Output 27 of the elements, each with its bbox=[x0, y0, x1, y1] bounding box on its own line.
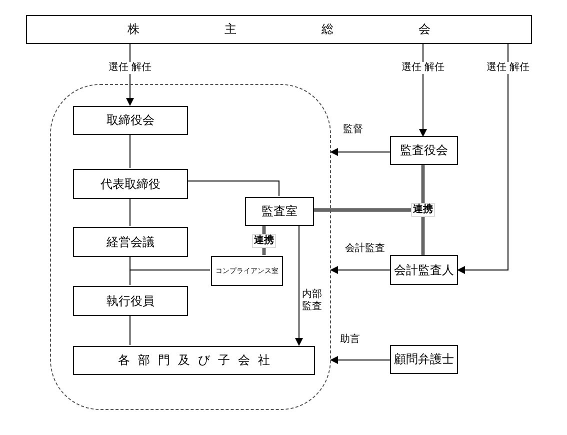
edge-label: 連携 bbox=[411, 203, 435, 217]
org-box: 執行役員 bbox=[73, 286, 188, 316]
arrow bbox=[419, 44, 427, 137]
edge-label: 助言 bbox=[339, 334, 361, 346]
org-box: 取締役会 bbox=[73, 106, 188, 135]
department-box: 各部門及び子会社 bbox=[73, 346, 315, 375]
arrow bbox=[330, 266, 390, 274]
meeting-box: 株主総会 bbox=[26, 15, 532, 44]
edge-label: 選任 解任 bbox=[108, 62, 153, 74]
edge-label: 会計監査 bbox=[344, 243, 386, 255]
org-box: 顧問弁護士 bbox=[390, 345, 458, 374]
arrow bbox=[330, 356, 390, 364]
edge-label: 選任 解任 bbox=[400, 62, 446, 74]
arrow bbox=[457, 44, 508, 274]
connector-line bbox=[313, 208, 425, 255]
org-box: 経営会議 bbox=[73, 227, 188, 257]
org-box: 監査室 bbox=[245, 197, 314, 226]
arrow bbox=[330, 148, 390, 156]
org-box: 監査役会 bbox=[390, 136, 458, 165]
dashed-group-box bbox=[50, 84, 331, 410]
connector-line bbox=[186, 180, 280, 196]
edge-label: 連携 bbox=[252, 234, 276, 248]
edge-label: 選任 解任 bbox=[486, 62, 531, 74]
org-box: 会計監査人 bbox=[390, 255, 458, 285]
edge-label: 監督 bbox=[342, 124, 364, 136]
org-box: 代表取締役 bbox=[73, 169, 188, 199]
arrow bbox=[295, 224, 303, 346]
